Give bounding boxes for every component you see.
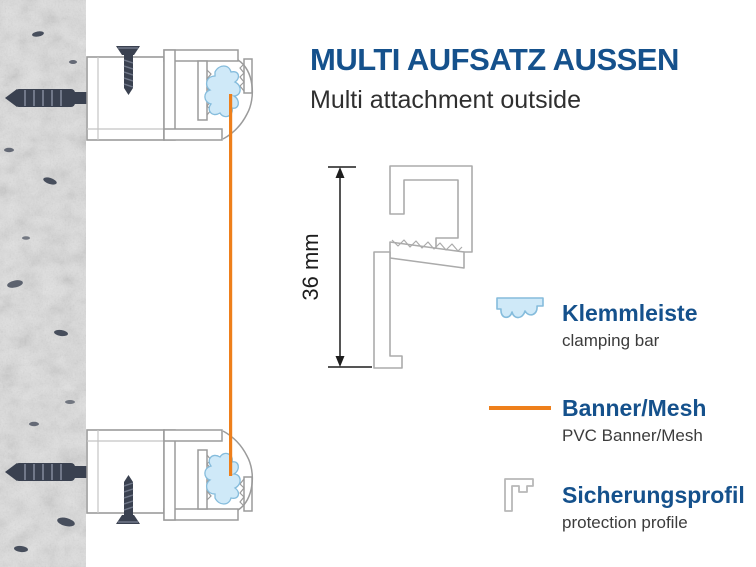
concrete-wall	[0, 0, 86, 567]
wall-plug-screw-icon	[5, 89, 88, 107]
legend-item-klemmleiste: Klemmleiste clamping bar	[478, 297, 748, 351]
legend-sublabel: clamping bar	[562, 331, 660, 350]
banner-mesh-line	[229, 94, 233, 476]
dimension-arrow	[328, 166, 372, 368]
clamping-bar-icon	[478, 295, 562, 331]
legend-item-banner-mesh: Banner/Mesh PVC Banner/Mesh	[478, 395, 748, 446]
page-subtitle: Multi attachment outside	[310, 86, 581, 114]
dimension-label: 36 mm	[298, 233, 323, 300]
legend-label: Sicherungsprofil	[562, 482, 745, 508]
legend-item-sicherungsprofil: Sicherungsprofil protection profile	[478, 478, 748, 533]
legend-label: Klemmleiste	[562, 300, 698, 326]
page-title: MULTI AUFSATZ AUSSEN	[310, 42, 679, 77]
legend-sublabel: protection profile	[562, 513, 688, 532]
screw-icon	[116, 46, 140, 95]
legend-label: Banner/Mesh	[562, 395, 707, 421]
legend-sublabel: PVC Banner/Mesh	[562, 426, 703, 445]
profile-cross-section	[373, 165, 473, 369]
top-mounting-assembly	[5, 46, 253, 141]
banner-mesh-icon	[478, 406, 562, 410]
protection-profile-icon	[478, 476, 562, 514]
